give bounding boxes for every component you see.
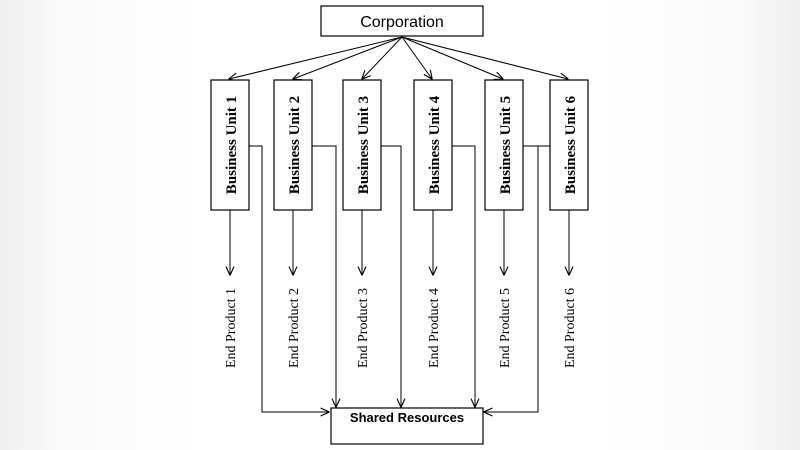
connector-corp-unit-2 xyxy=(293,36,403,79)
corporation-label: Corporation xyxy=(360,14,444,31)
business-unit-2: Business Unit 2 xyxy=(273,79,313,211)
business-unit-5: Business Unit 5 xyxy=(484,79,524,211)
business-unit-6-label: Business Unit 6 xyxy=(563,95,579,194)
connector-unit-4-shared xyxy=(452,145,475,407)
business-unit-1-label: Business Unit 1 xyxy=(224,96,240,194)
business-unit-3-label: Business Unit 3 xyxy=(356,96,372,194)
business-unit-6: Business Unit 6 xyxy=(549,79,589,211)
shared-resources-node: Shared Resources xyxy=(330,407,484,445)
shared-resource-connectors xyxy=(249,145,550,412)
connector-corp-unit-6 xyxy=(401,36,568,79)
corporation-connectors xyxy=(229,36,568,79)
connector-corp-unit-4 xyxy=(401,36,432,79)
connector-unit-1-shared xyxy=(249,145,329,412)
diagram-canvas xyxy=(206,0,594,450)
end-product-3-label: End Product 3 xyxy=(356,288,371,368)
product-connectors xyxy=(230,210,569,275)
business-unit-1: Business Unit 1 xyxy=(210,79,250,211)
business-unit-4-label: Business Unit 4 xyxy=(427,95,443,194)
business-unit-2-label: Business Unit 2 xyxy=(287,96,303,194)
end-product-2-label: End Product 2 xyxy=(287,288,302,368)
end-product-1-label: End Product 1 xyxy=(224,288,239,368)
connector-corp-unit-3 xyxy=(362,36,403,79)
business-unit-3: Business Unit 3 xyxy=(342,79,382,211)
connector-unit-6-shared xyxy=(484,145,550,412)
connector-unit-2-shared xyxy=(312,145,336,407)
end-product-5-label: End Product 5 xyxy=(498,288,513,368)
corporation-node: Corporation xyxy=(320,5,484,37)
end-product-6-label: End Product 6 xyxy=(563,288,578,368)
connector-corp-unit-5 xyxy=(401,36,503,79)
connector-unit-3-shared xyxy=(381,145,401,407)
connector-corp-unit-1 xyxy=(229,36,403,79)
shared-resources-label: Shared Resources xyxy=(350,410,464,425)
business-unit-5-label: Business Unit 5 xyxy=(498,96,514,194)
business-unit-4: Business Unit 4 xyxy=(413,79,453,211)
end-product-4-label: End Product 4 xyxy=(427,288,442,368)
